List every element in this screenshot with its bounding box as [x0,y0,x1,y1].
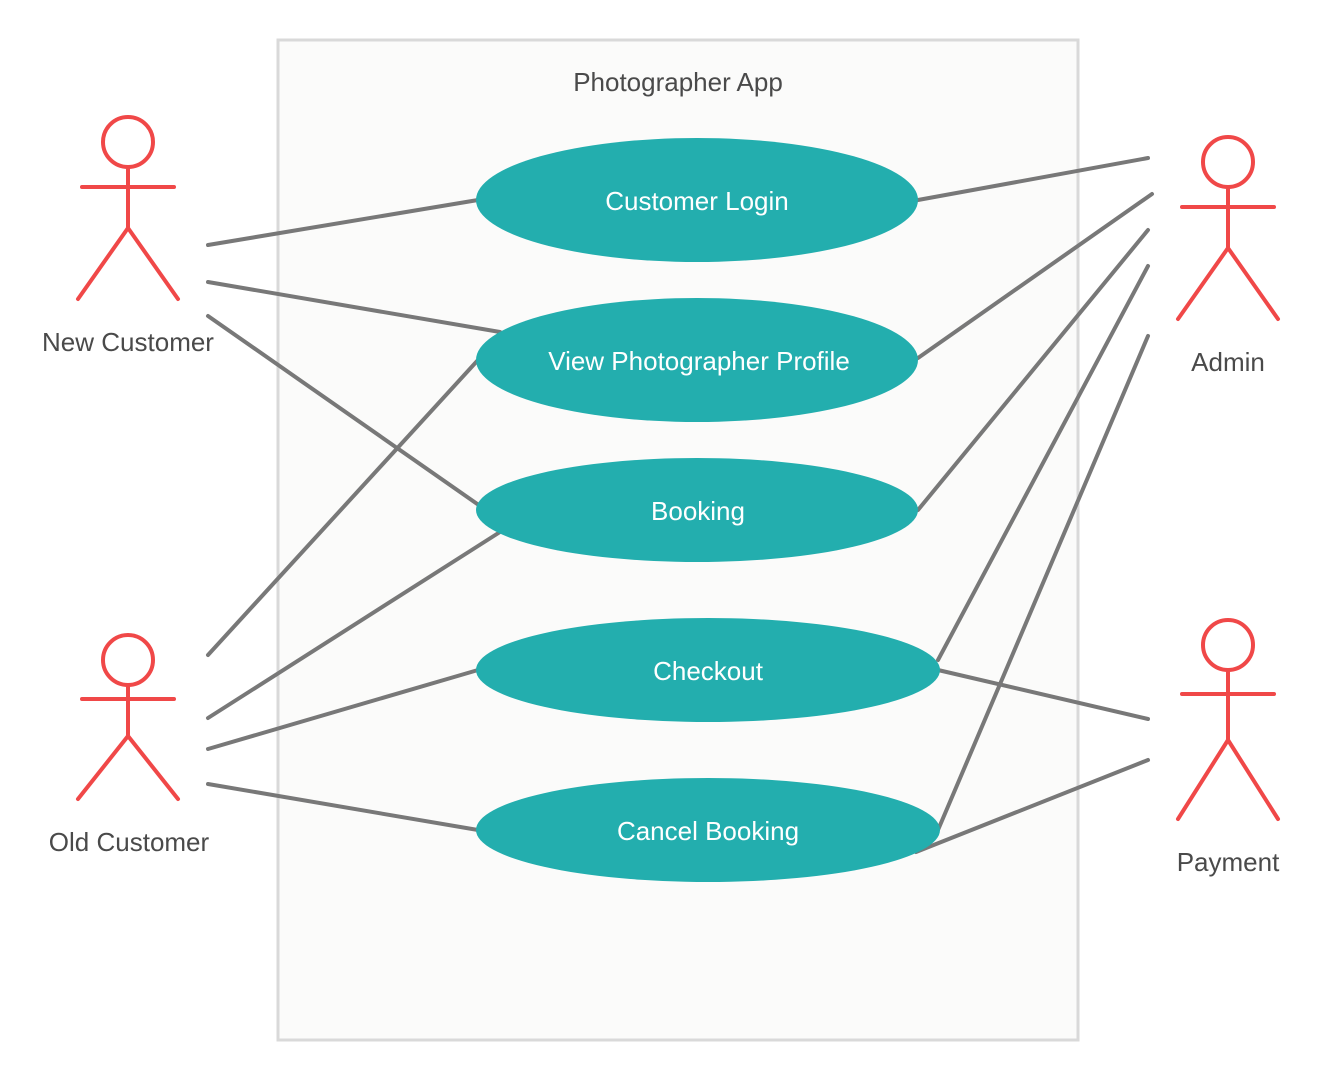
use-case-label: Booking [651,496,745,526]
use-case-ellipse [476,138,918,262]
association-admin-cancel-booking [936,334,1150,832]
use-case-ellipse [476,298,918,422]
use-case-customer-login[interactable]: Customer Login [476,138,918,262]
actor-label: New Customer [42,327,214,357]
actor-old-customer[interactable]: Old Customer [49,633,210,857]
associations [206,156,1154,854]
use-case-ellipse [476,778,940,882]
use-case-label: View Photographer Profile [548,346,850,376]
association-old-customer-booking [206,530,502,720]
use-case-cancel-booking[interactable]: Cancel Booking [476,778,940,882]
use-case-checkout[interactable]: Checkout [476,618,940,722]
actor-payment[interactable]: Payment [1176,618,1280,877]
association-old-customer-view-profile [206,358,480,657]
actor-label: Admin [1191,347,1265,377]
stick-figure-icon [1176,135,1280,321]
association-new-customer-customer-login [206,198,480,247]
system-title: Photographer App [573,67,783,97]
actor-admin[interactable]: Admin [1176,135,1280,377]
association-new-customer-view-profile [206,280,502,334]
stick-figure-icon [76,633,180,801]
use-case-label: Cancel Booking [617,816,799,846]
use-case-ellipse [476,618,940,722]
association-payment-checkout [936,668,1150,721]
association-payment-cancel-booking [914,758,1150,854]
actor-new-customer[interactable]: New Customer [42,115,214,357]
association-admin-customer-login [916,156,1150,202]
association-admin-checkout [936,264,1150,662]
stick-figure-icon [76,115,180,301]
actor-label: Old Customer [49,827,210,857]
actor-label: Payment [1177,847,1280,877]
use-case-booking[interactable]: Booking [476,458,918,562]
association-old-customer-checkout [206,668,480,751]
use-case-ellipse [476,458,918,562]
use-case-label: Customer Login [605,186,789,216]
association-old-customer-cancel-booking [206,782,480,832]
use-case-label: Checkout [653,656,764,686]
use-case-view-photographer-profile[interactable]: View Photographer Profile [476,298,918,422]
stick-figure-icon [1176,618,1280,821]
association-admin-view-profile [916,192,1154,360]
association-admin-booking [916,228,1150,512]
association-new-customer-booking [206,314,485,510]
